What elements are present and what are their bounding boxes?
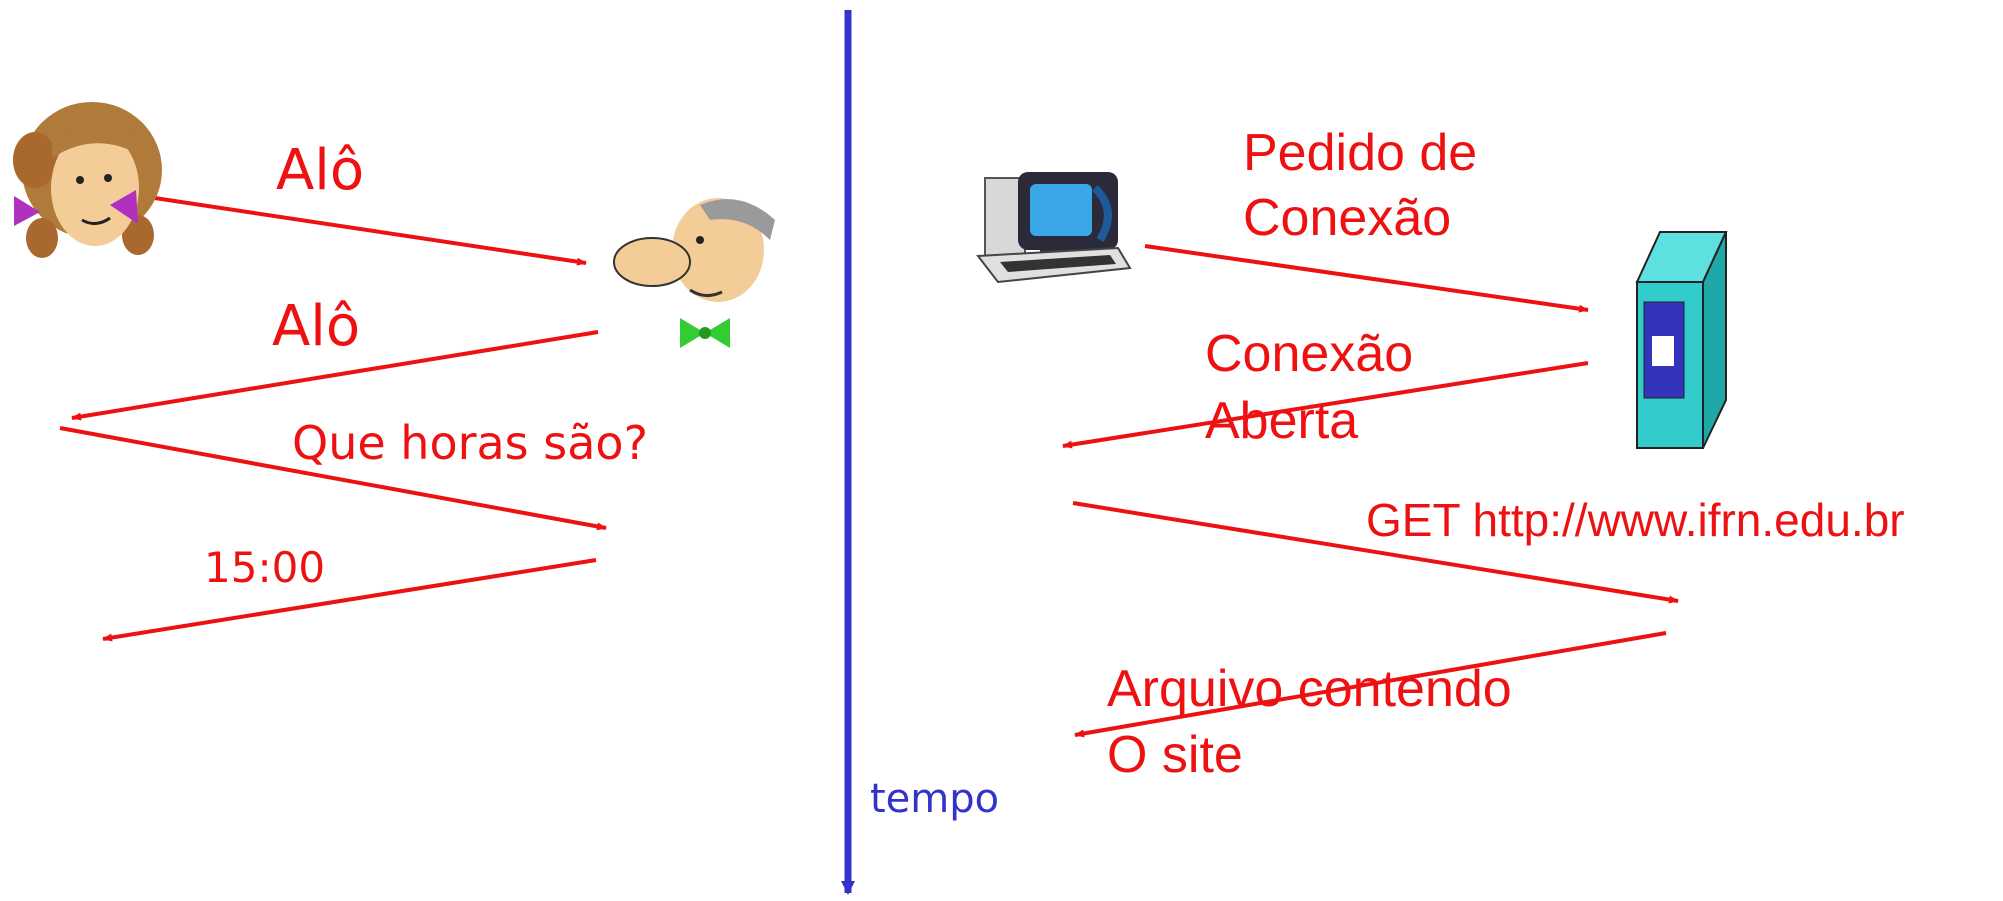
arrow-connection-request [1144,244,1589,313]
network-arrows [1062,244,1679,738]
arrow-alo-2 [71,330,599,421]
greeting-label-1: Alô [276,138,365,203]
request-label-line2: Conexão [1243,189,1452,247]
arrow-answer [102,558,597,642]
file-label-line2: O site [1107,726,1243,784]
file-label-line1: Arquivo contendo [1107,660,1512,718]
answer-label: 15:00 [204,543,326,592]
computer-icon [976,172,1132,284]
arrow-question [59,426,607,531]
response-label-line2: Aberta [1205,392,1359,450]
server-icon [1635,231,1728,449]
arrow-file-response [1074,631,1667,738]
man-icon [613,198,775,348]
arrow-connection-open [1062,361,1589,449]
response-label-line1: Conexão [1205,325,1414,383]
arrow-alo-1 [147,195,587,266]
woman-icon [13,102,162,258]
human-arrows [59,195,607,642]
greeting-label-2: Alô [272,294,361,359]
arrow-get-request [1072,501,1679,604]
request-label-line1: Pedido de [1243,124,1478,182]
time-label: tempo [870,776,1000,822]
get-request-label: GET http://www.ifrn.edu.br [1366,494,1905,546]
question-label: Que horas são? [292,416,648,470]
